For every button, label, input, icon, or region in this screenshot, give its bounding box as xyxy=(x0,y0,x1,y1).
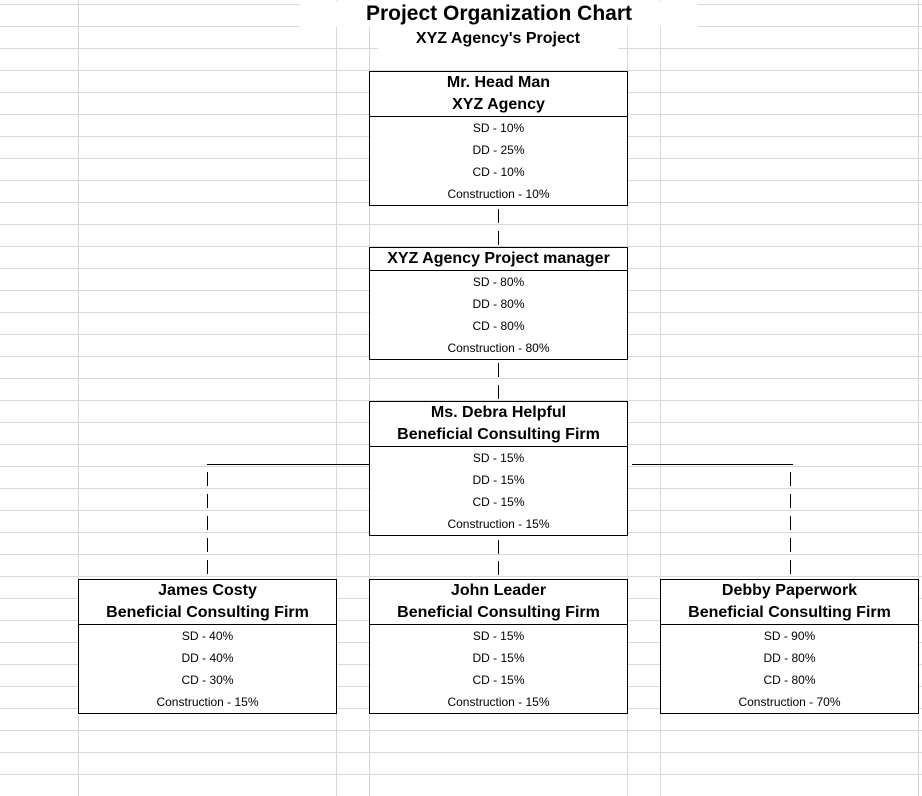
grid-column-line xyxy=(369,0,370,796)
node-org: Beneficial Consulting Firm xyxy=(688,604,891,621)
node-org: Beneficial Consulting Firm xyxy=(106,604,309,621)
node-org: Beneficial Consulting Firm xyxy=(397,604,600,621)
connector-tick xyxy=(498,363,499,377)
grid-column-line xyxy=(78,0,79,796)
connector-tick xyxy=(498,385,499,399)
allocation-row: SD - 10% xyxy=(472,121,525,135)
node-name: Ms. Debra Helpful xyxy=(430,404,567,421)
connector-tick xyxy=(498,231,499,245)
org-box-james[interactable]: James Costy Beneficial Consulting Firm S… xyxy=(78,579,337,714)
connector-tick xyxy=(207,538,208,552)
org-box-project-manager[interactable]: XYZ Agency Project manager SD - 80% DD -… xyxy=(369,247,628,360)
allocation-row: DD - 15% xyxy=(472,651,525,665)
chart-title: Project Organization Chart xyxy=(300,1,698,27)
grid-column-line xyxy=(660,0,661,796)
allocation-row: Construction - 70% xyxy=(738,695,841,709)
connector-tick xyxy=(207,560,208,574)
allocation-row: CD - 15% xyxy=(472,495,525,509)
allocation-row: Construction - 15% xyxy=(156,695,259,709)
allocation-row: CD - 30% xyxy=(181,673,234,687)
allocation-row: SD - 80% xyxy=(472,275,525,289)
org-box-debby[interactable]: Debby Paperwork Beneficial Consulting Fi… xyxy=(660,579,919,714)
connector-tick xyxy=(790,472,791,486)
allocation-row: SD - 40% xyxy=(181,629,234,643)
allocation-row: Construction - 10% xyxy=(447,187,550,201)
connector-tick xyxy=(790,538,791,552)
org-box-debra[interactable]: Ms. Debra Helpful Beneficial Consulting … xyxy=(369,401,628,536)
allocation-row: SD - 90% xyxy=(763,629,816,643)
allocation-row: DD - 40% xyxy=(181,651,234,665)
connector-tick xyxy=(790,560,791,574)
node-org: Beneficial Consulting Firm xyxy=(397,426,600,443)
connector-tick xyxy=(498,209,499,223)
node-name: Mr. Head Man xyxy=(446,74,551,91)
grid-column-line xyxy=(336,0,337,796)
allocation-row: CD - 10% xyxy=(472,165,525,179)
allocation-row: Construction - 15% xyxy=(447,695,550,709)
allocation-row: DD - 80% xyxy=(472,297,525,311)
allocation-row: DD - 15% xyxy=(472,473,525,487)
node-name: James Costy xyxy=(158,582,257,599)
allocation-row: SD - 15% xyxy=(472,629,525,643)
connector-tick xyxy=(790,494,791,508)
grid-column-line xyxy=(627,0,628,796)
allocation-row: CD - 15% xyxy=(472,673,525,687)
chart-subtitle: XYZ Agency's Project xyxy=(378,29,618,49)
org-box-john[interactable]: John Leader Beneficial Consulting Firm S… xyxy=(369,579,628,714)
connector-tick xyxy=(207,516,208,530)
connector-line xyxy=(632,464,793,465)
connector-tick xyxy=(207,472,208,486)
connector-line xyxy=(207,464,369,465)
connector-tick xyxy=(207,494,208,508)
allocation-row: CD - 80% xyxy=(763,673,816,687)
connector-tick xyxy=(790,516,791,530)
node-name: Debby Paperwork xyxy=(721,582,858,599)
grid-column-line xyxy=(918,0,919,796)
node-name: John Leader xyxy=(450,582,547,599)
connector-tick xyxy=(498,561,499,575)
node-org: XYZ Agency xyxy=(452,96,545,113)
allocation-row: SD - 15% xyxy=(472,451,525,465)
node-name: XYZ Agency Project manager xyxy=(387,250,610,267)
allocation-row: DD - 25% xyxy=(472,143,525,157)
connector-tick xyxy=(498,540,499,554)
allocation-row: CD - 80% xyxy=(472,319,525,333)
allocation-row: Construction - 80% xyxy=(447,341,550,355)
allocation-row: DD - 80% xyxy=(763,651,816,665)
allocation-row: Construction - 15% xyxy=(447,517,550,531)
org-box-head[interactable]: Mr. Head Man XYZ Agency SD - 10% DD - 25… xyxy=(369,71,628,206)
